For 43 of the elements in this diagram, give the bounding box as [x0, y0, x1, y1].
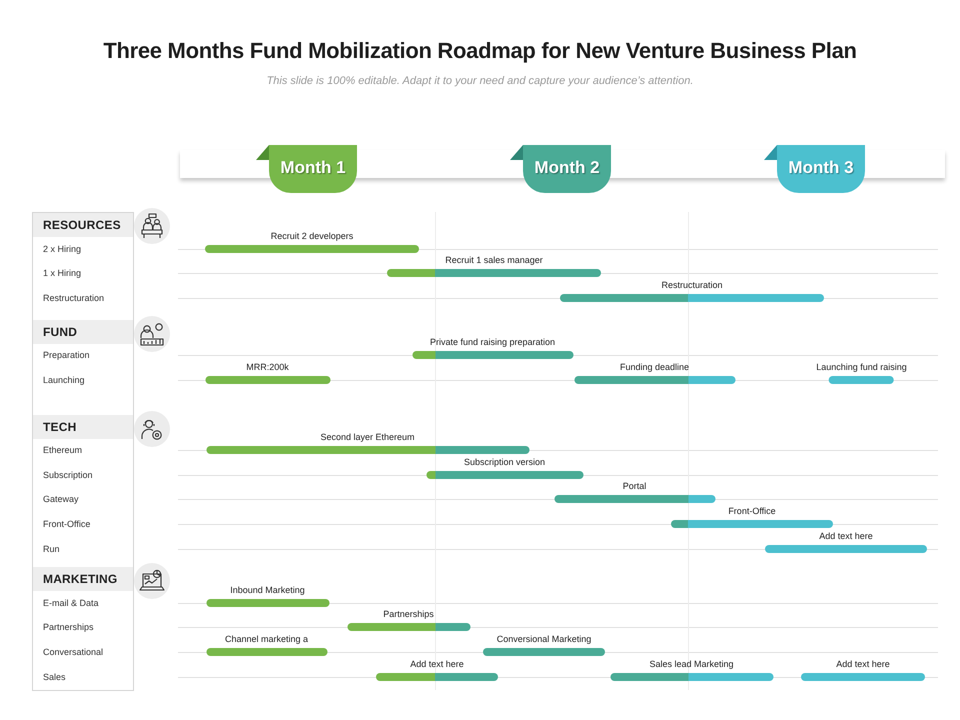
bar-label: Second layer Ethereum	[320, 432, 415, 443]
row-label: Gateway	[43, 493, 79, 505]
bar-label: Conversional Marketing	[496, 634, 592, 645]
category-header: TECH	[33, 415, 133, 439]
row-label: Preparation	[43, 349, 90, 361]
bar-label: Partnerships	[383, 609, 434, 620]
bar-label: Portal	[622, 481, 646, 492]
month-label: Month 2	[534, 158, 600, 178]
subtitle: This slide is 100% editable. Adapt it to your need and capture your audience’s attention.	[266, 75, 694, 87]
bar-label: Add text here	[410, 659, 464, 670]
row-label: Partnerships	[43, 621, 94, 633]
category-header: RESOURCES	[33, 213, 133, 237]
row-label: E-mail & Data	[43, 597, 99, 609]
bar-label: Add text here	[836, 659, 890, 670]
row-label: 2 x Hiring	[43, 243, 82, 255]
bar-label: Private fund raising preparation	[430, 337, 556, 348]
bar-label: Launching fund raising	[816, 362, 907, 373]
row-label: Conversational	[43, 646, 104, 658]
row-label: Front-Office	[43, 518, 90, 530]
bar-label: Recruit 2 developers	[270, 231, 354, 242]
category-header: MARKETING	[33, 567, 133, 591]
row-label: Ethereum	[43, 444, 82, 456]
category-header: FUND	[33, 320, 133, 344]
bar-label: Channel marketing a	[224, 634, 308, 645]
bar-label: Inbound Marketing	[230, 585, 305, 596]
row-label: Launching	[43, 374, 85, 386]
bar-label: Front-Office	[728, 506, 776, 517]
bar-label: Funding deadline	[620, 362, 690, 373]
bar-label: Restructuration	[661, 280, 723, 291]
sidebar-panel	[32, 212, 134, 691]
title: Three Months Fund Mobilization Roadmap for New Venture Business Plan	[103, 38, 857, 64]
bar-label: Add text here	[819, 531, 873, 542]
row-label: Run	[43, 543, 60, 555]
row-label: Restructuration	[43, 292, 104, 304]
month-label: Month 1	[280, 158, 346, 178]
bar-label: Sales lead Marketing	[649, 659, 734, 670]
bar-label: MRR:200k	[246, 362, 289, 373]
row-label: Sales	[43, 671, 66, 683]
bar-label: Subscription version	[464, 457, 546, 468]
row-label: Subscription	[43, 469, 93, 481]
row-label: 1 x Hiring	[43, 267, 82, 279]
month-label: Month 3	[788, 158, 854, 178]
bar-label: Recruit 1 sales manager	[445, 255, 543, 266]
